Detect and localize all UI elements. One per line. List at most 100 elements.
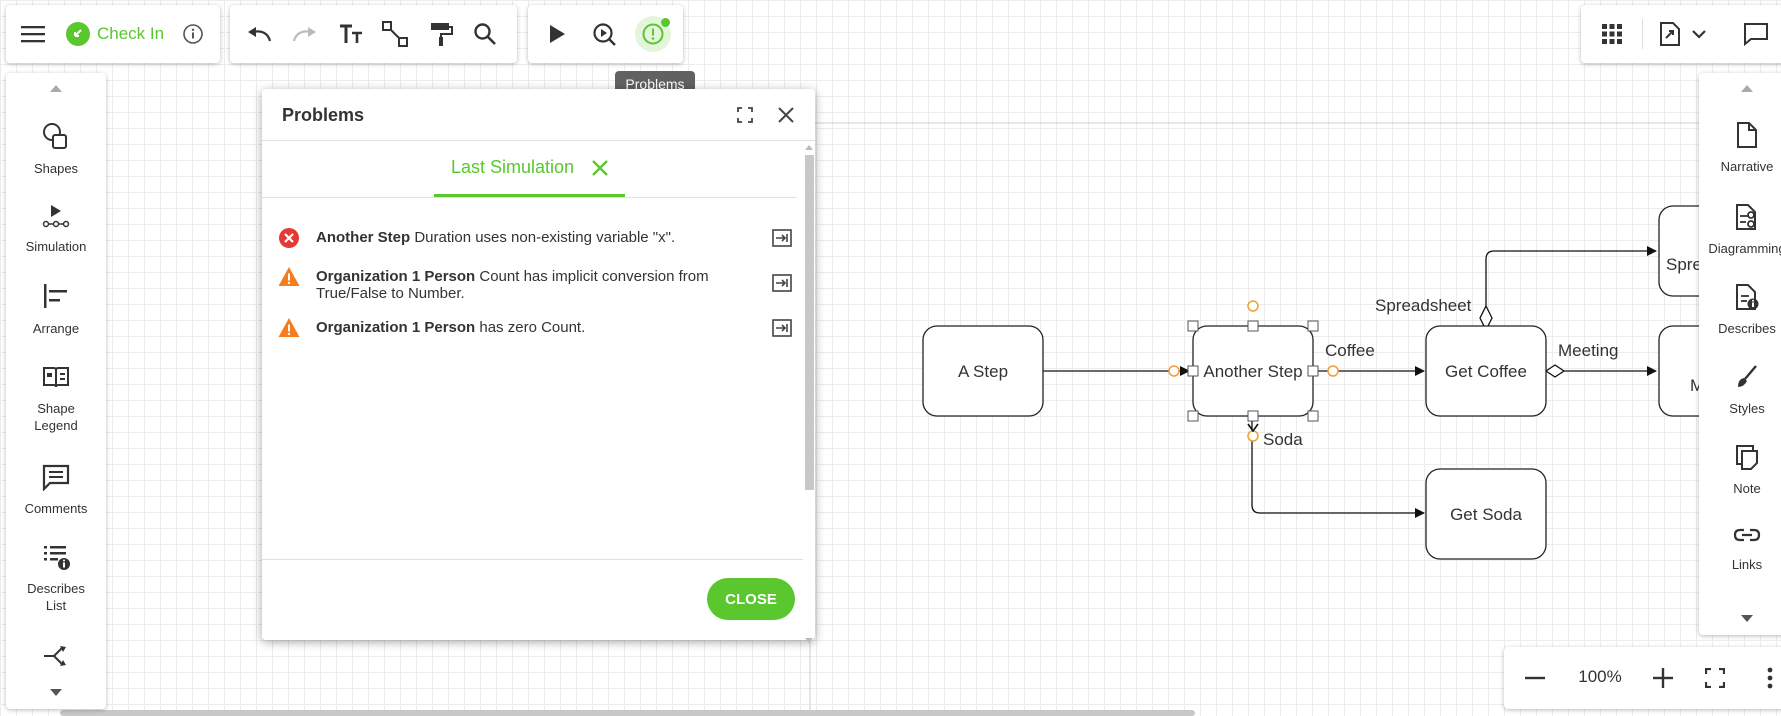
go-to-element-icon[interactable] [771,272,793,294]
sidebar-item-label: Describes [1718,321,1776,336]
tab-close-icon[interactable] [592,159,608,176]
sidebar-item-label: Links [1731,557,1763,572]
node-get-soda[interactable]: Get Soda [1425,468,1547,560]
node-a-step[interactable]: A Step [922,325,1044,417]
describes-icon [1734,283,1760,314]
note-icon [1734,443,1760,474]
node-get-coffee-label: Get Coffee [1445,362,1527,381]
problem-message: has zero Count. [479,319,586,336]
hamburger-icon[interactable] [18,19,48,49]
dialog-scrollbar[interactable] [803,141,815,646]
step-play-icon[interactable] [590,19,620,49]
selection-handles[interactable] [1187,320,1319,422]
tab-label: Last Simulation [450,157,575,177]
undo-icon[interactable] [244,19,274,49]
problems-tooltip-text: Problems [625,76,685,92]
problem-message-continued: True/False to Number. [316,285,465,302]
node-a-step-label: A Step [958,362,1008,381]
text-format-icon[interactable] [336,19,366,49]
diagramming-icon [1734,203,1760,234]
simulation-icon [41,203,71,232]
sidebar-item-shapes[interactable]: Shapes [6,121,106,177]
sidebar-item-label: Shape Legend [34,401,78,433]
scroll-up-icon[interactable] [1737,81,1757,95]
more-vertical-icon[interactable] [1758,663,1781,693]
sidebar-item-simulation[interactable]: Simulation [6,203,106,255]
sidebar-item-comments[interactable]: Comments [6,463,106,517]
play-icon[interactable] [542,19,572,49]
edge-soda[interactable] [1251,416,1425,518]
toolbar-divider [1642,19,1643,49]
problem-message: Count has implicit conversion from [479,268,709,285]
node-get-coffee[interactable]: Get Coffee [1425,325,1547,417]
sidebar-item-styles[interactable]: Styles [1699,363,1781,416]
sidebar-item-arrange[interactable]: Arrange [6,281,106,337]
scroll-up-icon[interactable] [46,81,66,95]
comment-icon[interactable] [1741,19,1771,49]
close-button[interactable]: CLOSE [707,578,795,620]
scroll-down-icon[interactable] [46,685,66,699]
check-circle-icon [66,22,90,46]
tab-last-simulation[interactable]: Last Simulation [434,141,625,197]
sidebar-item-describes-list[interactable]: Describes List [6,543,106,614]
redo-icon[interactable] [290,19,320,49]
sidebar-item-shape-legend[interactable]: Shape Legend [6,363,106,434]
sidebar-item-label: Comments [24,501,88,516]
connector-icon[interactable] [380,19,410,49]
scrollbar-thumb[interactable] [805,155,814,490]
sidebar-item-diagramming[interactable]: Diagramming [1699,203,1781,256]
sidebar-item-label: Diagramming [1708,241,1781,256]
fit-screen-icon[interactable] [1700,663,1730,693]
export-document-icon[interactable] [1655,19,1685,49]
sidebar-item-label: Styles [1729,401,1765,416]
warning-icon [278,266,300,288]
problem-message: Duration uses non-existing variable "x". [414,229,676,246]
sidebar-item-note[interactable]: Note [1699,443,1781,496]
simulation-toolbar [528,5,683,63]
zoom-in-icon[interactable] [1648,663,1678,693]
search-icon[interactable] [470,19,500,49]
info-icon[interactable] [181,22,205,46]
sidebar-item-label: Narrative [1720,159,1774,174]
dialog-header-divider [262,140,815,141]
go-to-element-icon[interactable] [771,317,793,339]
scroll-down-icon[interactable] [1737,611,1757,625]
problem-item[interactable]: Another Step Duration uses non-existing … [278,227,793,249]
sidebar-item-links[interactable]: Links [1699,523,1781,572]
close-icon[interactable] [773,102,799,128]
sidebar-item-label: Arrange [32,321,80,336]
horizontal-scrollbar [60,710,1195,716]
go-to-element-icon[interactable] [771,227,793,249]
sidebar-item-narrative[interactable]: Narrative [1699,121,1781,174]
expand-icon[interactable] [732,102,758,128]
connection-points[interactable] [1168,300,1339,442]
link-icon [1733,523,1761,550]
brush-icon [1734,363,1760,394]
edge-spreadsheet[interactable] [1479,246,1657,332]
share-icon[interactable] [41,641,71,671]
problems-dialog: Problems Last Simulation Another Step Du… [262,89,815,643]
problems-icon[interactable] [635,16,671,52]
node-get-soda-label: Get Soda [1450,505,1522,524]
node-another-step[interactable]: Another Step [1192,325,1314,417]
problem-item[interactable]: Organization 1 Person has zero Count. [278,317,793,339]
dialog-footer-divider [262,559,803,560]
main-toolbar: Check In [6,5,220,63]
zoom-out-icon[interactable] [1520,663,1550,693]
check-in-button[interactable]: Check In [66,19,164,49]
problem-item[interactable]: Organization 1 Person Count has implicit… [278,266,793,302]
apps-grid-icon[interactable] [1597,19,1627,49]
format-painter-icon[interactable] [426,19,456,49]
chevron-down-icon[interactable] [1687,21,1711,47]
problems-indicator-dot [661,18,670,27]
shape-legend-icon [41,363,71,394]
edit-toolbar [230,5,517,63]
comments-icon [41,463,71,494]
problem-subject: Organization 1 Person [316,319,476,336]
left-sidebar: Shapes Simulation Arrange Shape Legend C… [6,73,106,709]
check-in-label: Check In [97,24,165,43]
sidebar-item-describes[interactable]: Describes [1699,283,1781,336]
zoom-level[interactable]: 100% [1578,667,1622,686]
edge-meeting[interactable] [1544,364,1657,378]
